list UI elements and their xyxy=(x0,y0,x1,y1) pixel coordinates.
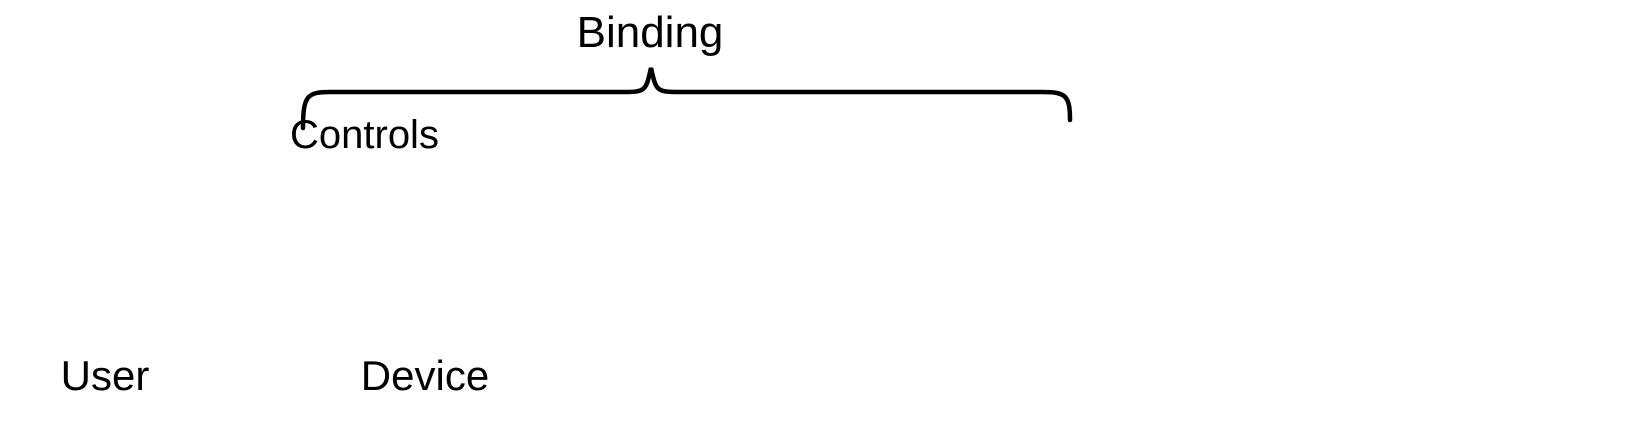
stage-label-user: User xyxy=(60,352,150,399)
stage-label-device: Device xyxy=(360,352,490,399)
controls-label: Controls xyxy=(290,113,439,157)
binding-label: Binding xyxy=(576,8,724,57)
